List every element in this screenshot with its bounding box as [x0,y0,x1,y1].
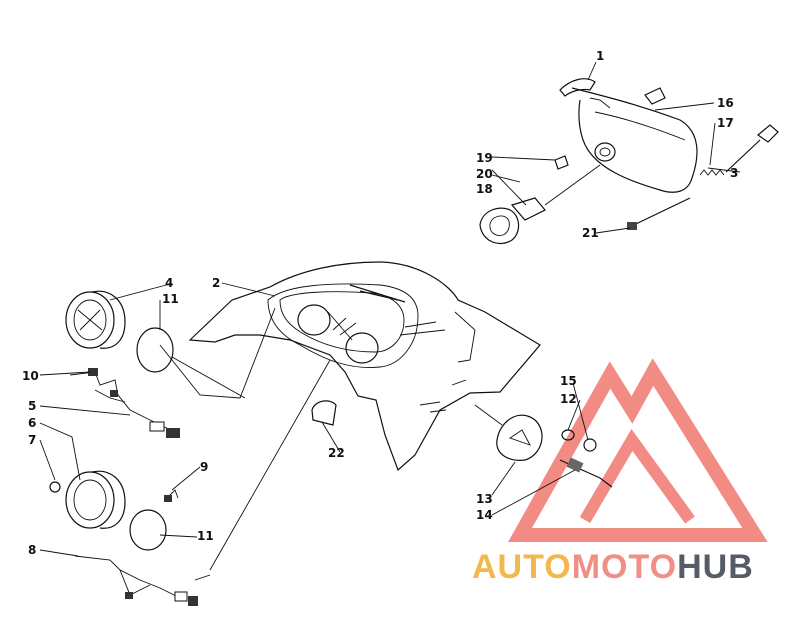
retaining-ring-part [479,207,520,245]
callout-11-upper: 11 [162,292,179,306]
callout-16: 16 [717,96,734,110]
callout-22: 22 [328,446,345,460]
tach-harness [74,555,198,606]
callout-1: 1 [596,49,604,63]
decal-part [311,400,337,426]
screw-part [627,197,691,230]
watermark-text: AUTOMOTOHUB [472,548,754,586]
callout-5: 5 [28,399,36,413]
callout-11-lower: 11 [197,529,214,543]
callout-20: 20 [476,167,493,181]
dash-panel [188,261,541,472]
gauge-ring-lower [129,509,167,551]
callout-19: 19 [476,151,493,165]
callout-14: 14 [476,508,493,522]
bracket-part [644,87,666,105]
callout-9: 9 [200,460,208,474]
callout-8: 8 [28,543,36,557]
watermark-auto: AUTO [472,548,572,586]
bulb-part [554,155,569,170]
watermark-moto: MOTO [572,548,677,586]
callout-17: 17 [717,116,734,130]
callout-7: 7 [28,433,36,447]
speedometer-gauge [65,290,126,349]
callout-12: 12 [560,392,577,406]
ignition-key-part [559,457,613,488]
tachometer-gauge [65,470,126,529]
lamp-holder-part [510,164,601,221]
watermark-hub: HUB [677,548,754,586]
adjust-spring-part [699,124,779,176]
key-switch-part [496,414,543,461]
callout-6: 6 [28,416,36,430]
callout-10: 10 [22,369,39,383]
nut-part [583,438,597,452]
callout-3: 3 [730,166,738,180]
gauge-ring-upper [136,327,174,373]
callout-2: 2 [212,276,220,290]
callout-18: 18 [476,182,493,196]
headlight-housing [571,87,698,193]
callout-4: 4 [165,276,173,290]
callout-13: 13 [476,492,493,506]
lamp-wire-part [164,489,179,502]
callout-21: 21 [582,226,599,240]
leader-lines [39,61,741,581]
speedo-harness [69,368,180,438]
callout-15: 15 [560,374,577,388]
headlight-trim-part [559,78,596,97]
bulb-small-part [49,481,61,493]
watermark-logo-icon [508,358,768,542]
headlight-bulb-socket [594,142,616,162]
